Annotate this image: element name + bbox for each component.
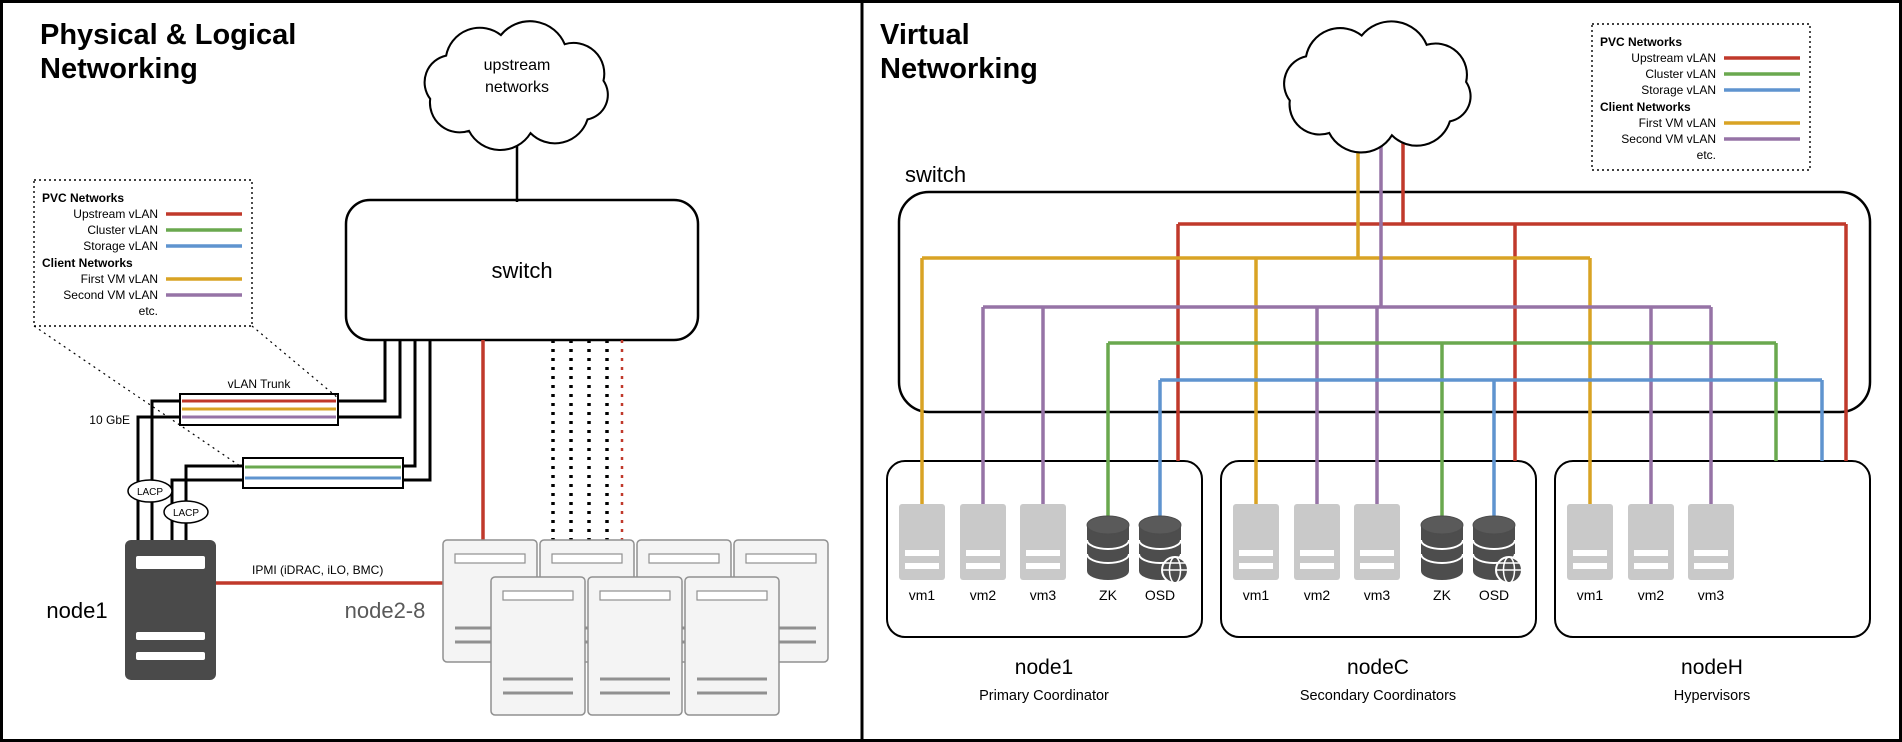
legend-item-label: Upstream vLAN xyxy=(1631,51,1716,65)
vm-label: vm3 xyxy=(1698,587,1725,603)
legend-left: PVC Networks Upstream vLAN Cluster vLAN … xyxy=(33,179,253,327)
zk-label: ZK xyxy=(1099,587,1118,603)
virtual-switch-box xyxy=(897,190,1872,414)
osd-label: OSD xyxy=(1479,587,1509,603)
bonded-cables xyxy=(136,340,432,543)
first-vm-vlan-lines xyxy=(920,120,1592,506)
physical-networking-panel: Physical & Logical Networking IPMI (iDRA… xyxy=(33,19,829,716)
legend-item-label: Storage vLAN xyxy=(1641,83,1716,97)
legend-item-label: Second VM vLAN xyxy=(63,288,158,302)
zk-database-icon xyxy=(1420,515,1464,580)
lacp-label-2: LACP xyxy=(173,508,199,519)
second-vm-vlan-lines xyxy=(981,120,1713,506)
lacp-label-1: LACP xyxy=(137,487,163,498)
nodeC-name: nodeC xyxy=(1347,656,1409,679)
osd-label: OSD xyxy=(1145,587,1175,603)
vm-server-icon xyxy=(899,504,945,580)
globe-icon xyxy=(1161,556,1189,584)
cluster-vlan-lines xyxy=(1106,341,1778,518)
ten-gbe-label: 10 GbE xyxy=(89,413,130,427)
upstream-cloud-icon xyxy=(423,20,609,152)
vm-server-icon xyxy=(1354,504,1400,580)
legend-item-label: Storage vLAN xyxy=(83,239,158,253)
node1-label: node1 xyxy=(46,598,107,623)
zk-database-icon xyxy=(1086,515,1130,580)
vm-server-icon xyxy=(1294,504,1340,580)
vm-label: vm2 xyxy=(1638,587,1665,603)
vm-server-icon xyxy=(960,504,1006,580)
nodeH-subtitle: Hypervisors xyxy=(1674,688,1751,704)
legend-item-label: PVC Networks xyxy=(1600,35,1682,49)
vlan-trunk-label: vLAN Trunk xyxy=(228,377,292,391)
vm-server-icon xyxy=(1233,504,1279,580)
nodeH-contents: vm1 vm2 vm3 xyxy=(1567,504,1734,603)
lacp-badge-1: LACP xyxy=(127,479,173,503)
ipmi-label: IPMI (iDRAC, iLO, BMC) xyxy=(252,563,383,577)
legend-item-label: Upstream vLAN xyxy=(73,207,158,221)
nodeC-subtitle: Secondary Coordinators xyxy=(1300,688,1456,704)
legend-item-label: Cluster vLAN xyxy=(87,223,158,237)
right-panel-title-line1: Virtual xyxy=(880,19,970,51)
vm-label: vm1 xyxy=(1577,587,1604,603)
legend-item-label: First VM vLAN xyxy=(1639,116,1716,130)
legend-item-label: Client Networks xyxy=(42,256,133,270)
vm-label: vm1 xyxy=(909,587,936,603)
virtual-networking-panel: Virtual Networking switch xyxy=(880,19,1872,704)
zk-label: ZK xyxy=(1433,587,1452,603)
vm-label: vm2 xyxy=(1304,587,1331,603)
left-panel-title-line1: Physical & Logical xyxy=(40,19,296,51)
legend-item-label: Client Networks xyxy=(1600,100,1691,114)
vm-label: vm2 xyxy=(970,587,997,603)
osd-database-icon xyxy=(1138,515,1189,584)
node2-8-label: node2-8 xyxy=(345,598,426,623)
nodeH-name: nodeH xyxy=(1681,656,1743,679)
legend-item-label: etc. xyxy=(1697,148,1716,162)
node1-subtitle: Primary Coordinator xyxy=(979,688,1109,704)
vm-label: vm1 xyxy=(1243,587,1270,603)
vm-server-icon xyxy=(1567,504,1613,580)
vm-server-icon xyxy=(1688,504,1734,580)
legend-callout-line-2 xyxy=(251,325,339,399)
vlan-trunk-bundle-2 xyxy=(242,457,404,489)
vlan-trunk-bundle-1 xyxy=(179,393,339,426)
lacp-badge-2: LACP xyxy=(163,500,209,524)
legend-item-label: PVC Networks xyxy=(42,191,124,205)
switch-to-node2-8-links xyxy=(551,340,624,540)
vm-server-icon xyxy=(1020,504,1066,580)
vm-label: vm3 xyxy=(1364,587,1391,603)
left-panel-title-line2: Networking xyxy=(40,53,198,85)
virtual-upstream-cloud-icon xyxy=(1283,20,1472,154)
node1-server-icon xyxy=(125,540,216,680)
legend-right: PVC Networks Upstream vLAN Cluster vLAN … xyxy=(1591,23,1811,171)
vm-label: vm3 xyxy=(1030,587,1057,603)
nodeC-contents: vm1 vm2 vm3 ZK OSD xyxy=(1233,504,1523,603)
upstream-cloud-label-line1: upstream xyxy=(484,57,551,74)
vm-server-icon xyxy=(1628,504,1674,580)
node1-contents: vm1 vm2 vm3 ZK OSD xyxy=(899,504,1189,603)
legend-item-label: etc. xyxy=(139,304,158,318)
upstream-cloud-label-line2: networks xyxy=(485,79,549,96)
virtual-switch-label: switch xyxy=(905,162,966,187)
node2-8-cluster-icon xyxy=(442,539,829,716)
right-panel-title-line2: Networking xyxy=(880,53,1038,85)
legend-callout-line-1 xyxy=(33,325,244,469)
physical-switch-box xyxy=(344,198,700,342)
legend-item-label: First VM vLAN xyxy=(81,272,158,286)
osd-database-icon xyxy=(1472,515,1523,584)
storage-vlan-lines xyxy=(1158,378,1824,518)
node1-name: node1 xyxy=(1015,656,1073,679)
legend-item-label: Cluster vLAN xyxy=(1645,67,1716,81)
globe-icon xyxy=(1495,556,1523,584)
legend-item-label: Second VM vLAN xyxy=(1621,132,1716,146)
physical-switch-label: switch xyxy=(491,258,552,283)
